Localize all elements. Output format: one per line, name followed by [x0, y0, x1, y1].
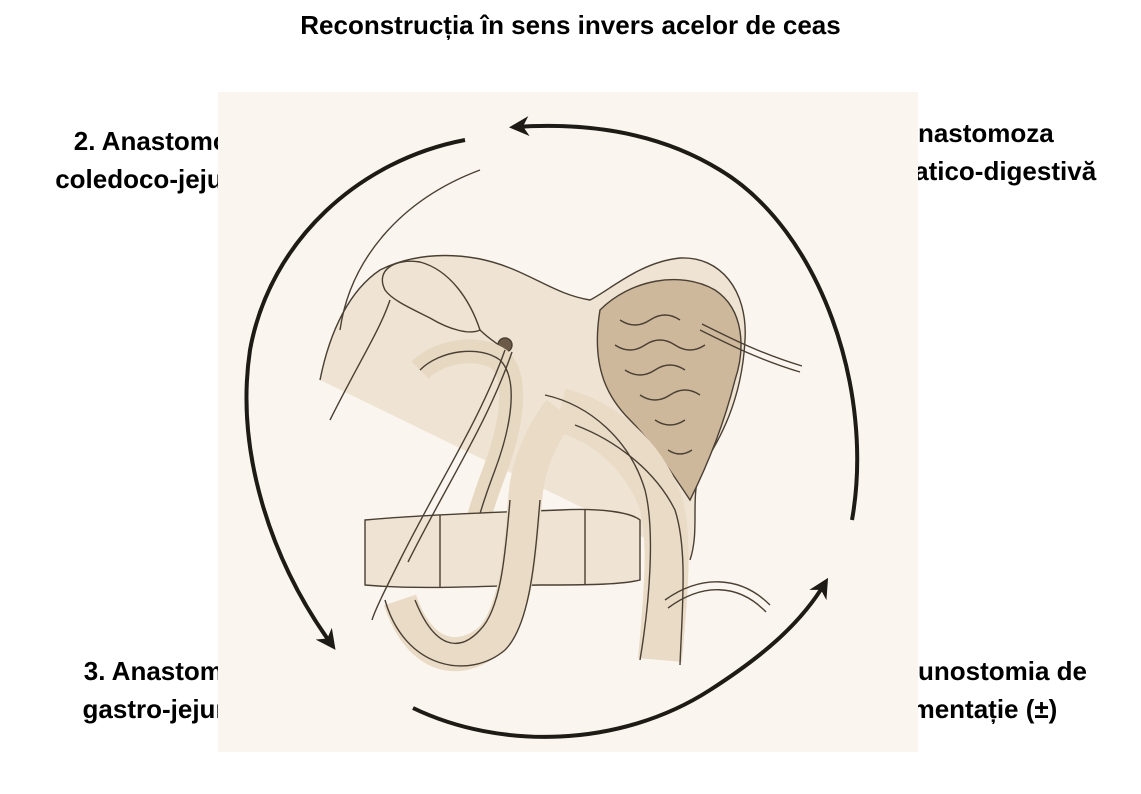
- counterclockwise-arrows: [244, 116, 860, 739]
- pancreas-remnant: [596, 278, 742, 502]
- liver-edge: [339, 169, 481, 331]
- gallbladder: [381, 260, 481, 333]
- diagram-title: Reconstrucția în sens invers acelor de c…: [300, 10, 841, 40]
- pancreatic-drain: [699, 329, 801, 373]
- pancreas-texture: [614, 314, 706, 455]
- efferent-jejunal-limb: [554, 388, 689, 662]
- transverse-colon: [364, 508, 641, 589]
- biliary-tube: [371, 349, 506, 621]
- arrow-top-right: [509, 116, 860, 521]
- jejunal-u-loop: [383, 399, 574, 672]
- jejunostomy-tube: [664, 581, 771, 606]
- anatomy-illustration: [319, 169, 803, 672]
- arrow-bottom: [412, 577, 829, 739]
- arrow-left: [244, 138, 466, 650]
